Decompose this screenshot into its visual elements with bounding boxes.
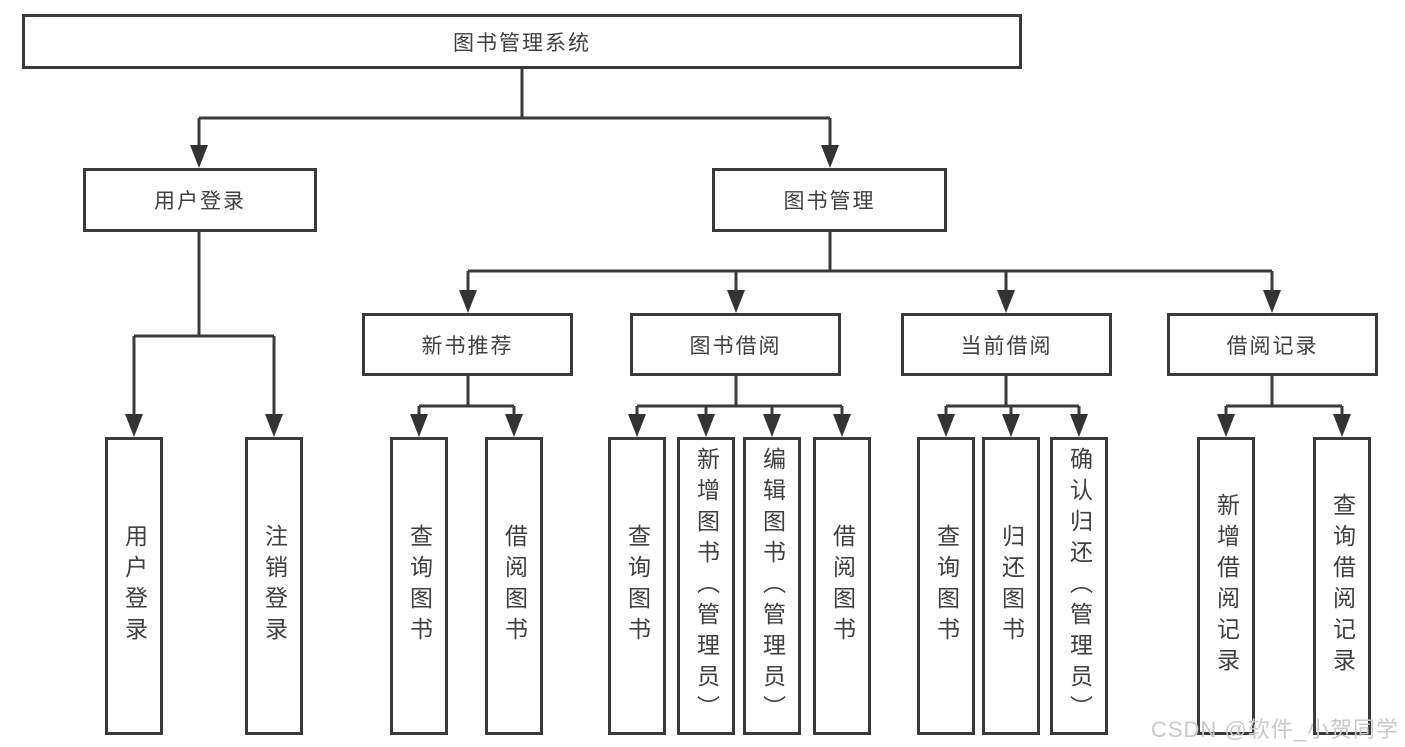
- leaf-confirm-return-admin: 确认归还（管理员）: [1050, 437, 1108, 735]
- leaf-recommend-query-books: 查询图书: [390, 437, 448, 735]
- leaf-user-login-label: 用户登录: [121, 524, 148, 648]
- leaf-borrow-books: 借阅图书: [813, 437, 871, 735]
- leaf-add-books-admin: 新增图书（管理员）: [677, 437, 735, 735]
- leaf-user-login: 用户登录: [105, 437, 163, 735]
- node-borrow-record-label: 借阅记录: [1226, 334, 1319, 358]
- leaf-recommend-borrow-books: 借阅图书: [485, 437, 543, 735]
- arrowheads: [125, 145, 1351, 437]
- leaf-logout-label: 注销登录: [261, 524, 288, 648]
- node-current-borrow-label: 当前借阅: [960, 334, 1053, 358]
- node-book-management-label: 图书管理: [783, 190, 876, 213]
- leaf-add-borrow-record: 新增借阅记录: [1197, 437, 1255, 735]
- leaf-query-borrow-record: 查询借阅记录: [1313, 437, 1371, 735]
- leaf-recommend-query-books-label: 查询图书: [406, 524, 433, 648]
- leaf-logout: 注销登录: [245, 437, 303, 735]
- leaf-add-borrow-record-label: 新增借阅记录: [1213, 493, 1240, 679]
- tree-edges: [132, 68, 1344, 419]
- leaf-confirm-return-admin-label: 确认归还（管理员）: [1066, 446, 1093, 726]
- node-new-book-recommend-label: 新书推荐: [421, 334, 514, 358]
- node-new-book-recommend: 新书推荐: [362, 313, 573, 376]
- leaf-edit-books-admin-label: 编辑图书（管理员）: [759, 446, 786, 726]
- node-user-login-label: 用户登录: [154, 190, 246, 213]
- leaf-query-borrow-record-label: 查询借阅记录: [1329, 493, 1356, 679]
- leaf-borrow-query-books-label: 查询图书: [624, 524, 651, 648]
- node-book-borrow: 图书借阅: [630, 313, 841, 376]
- node-book-borrow-label: 图书借阅: [689, 334, 782, 358]
- leaf-return-books-label: 归还图书: [998, 524, 1025, 648]
- node-root-label: 图书管理系统: [453, 31, 591, 55]
- node-root: 图书管理系统: [22, 14, 1022, 69]
- leaf-add-books-admin-label: 新增图书（管理员）: [693, 446, 720, 726]
- node-current-borrow: 当前借阅: [901, 313, 1112, 376]
- leaf-borrow-books-label: 借阅图书: [829, 524, 856, 648]
- leaf-edit-books-admin: 编辑图书（管理员）: [743, 437, 801, 735]
- node-user-login: 用户登录: [83, 168, 317, 232]
- leaf-return-books: 归还图书: [982, 437, 1040, 735]
- leaf-recommend-borrow-books-label: 借阅图书: [501, 524, 528, 648]
- leaf-borrow-query-books: 查询图书: [608, 437, 666, 735]
- leaf-current-query-books-label: 查询图书: [933, 524, 960, 648]
- node-borrow-record: 借阅记录: [1167, 313, 1378, 376]
- csdn-watermark: CSDN @软件_小贺同学: [1150, 717, 1399, 742]
- leaf-current-query-books: 查询图书: [917, 437, 975, 735]
- node-book-management: 图书管理: [712, 168, 947, 232]
